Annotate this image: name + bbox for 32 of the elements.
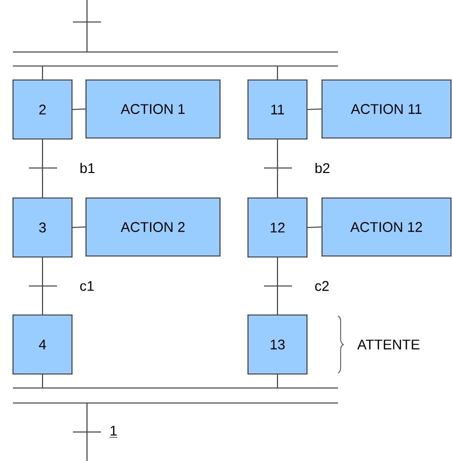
step-box: 2 [12,79,73,140]
action-box: ACTION 12 [321,197,452,257]
step-box: 12 [247,197,308,258]
connector [276,258,278,314]
step-box: 4 [12,314,73,375]
step-box: 11 [247,79,308,140]
connector [276,140,278,198]
connector [42,140,44,198]
edge-label: b2 [316,162,330,174]
step-box: 13 [247,314,308,375]
simultaneous-bar [12,387,339,404]
step-box: 3 [12,197,73,258]
action-box: ACTION 2 [85,197,221,257]
connector [308,226,322,228]
connector [42,374,44,388]
connector [86,0,88,52]
connector [86,403,88,461]
action-box: ACTION 11 [321,79,452,139]
connector [72,108,86,110]
step-comment: ATTENTE [357,340,420,350]
connector [308,108,322,110]
edge-label: c2 [315,281,329,291]
connector [42,66,44,80]
edge-label: c1 [80,281,94,291]
connector [276,374,278,388]
connector [72,226,86,228]
simultaneous-bar [12,51,339,67]
connector [276,66,278,80]
edge-label: b1 [80,162,94,174]
action-box: ACTION 1 [85,79,221,139]
edge-label: 1 [109,426,118,438]
connector [42,258,44,314]
